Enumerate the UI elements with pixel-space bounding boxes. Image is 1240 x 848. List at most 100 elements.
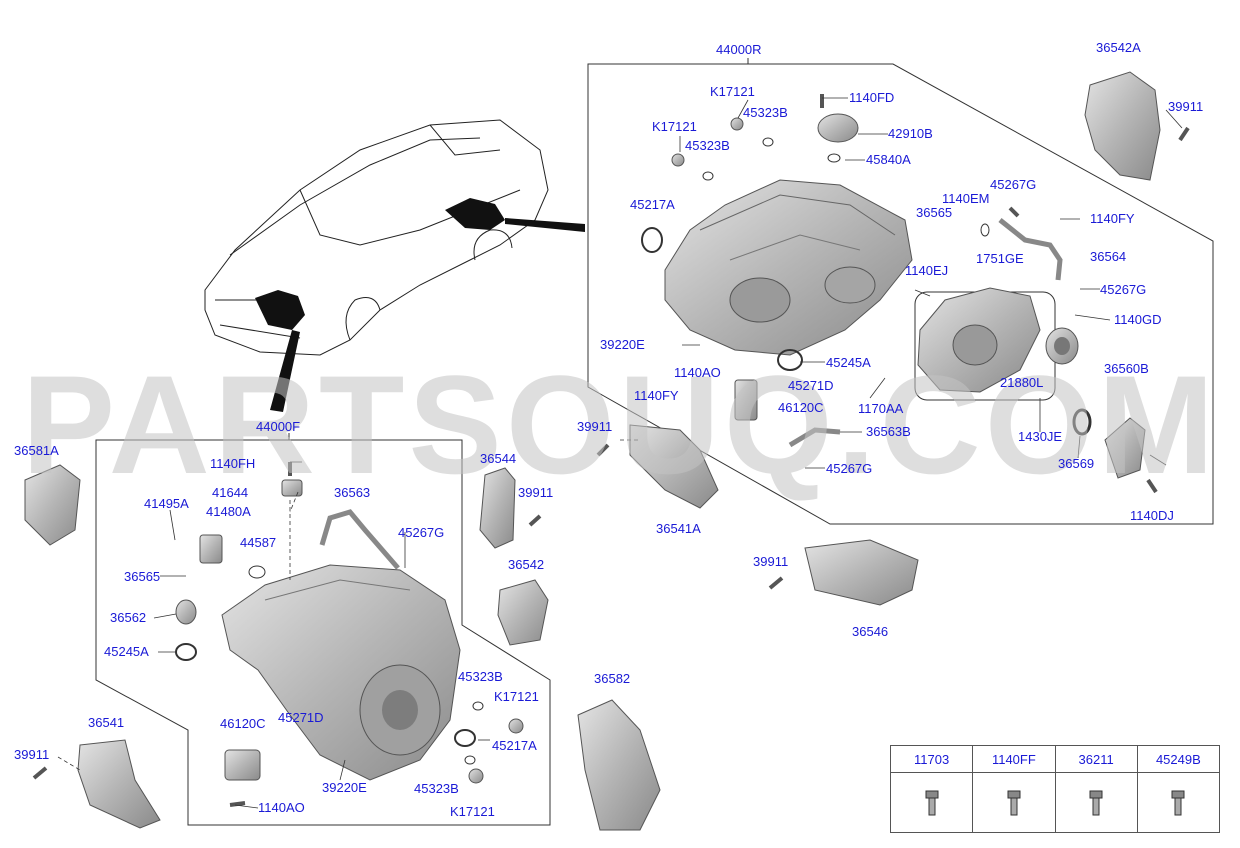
- bracket-36542A: [1084, 71, 1161, 181]
- label-45323B-d[interactable]: 45323B: [414, 781, 459, 796]
- label-45267G-a[interactable]: 45267G: [990, 177, 1037, 192]
- label-1140GD[interactable]: 1140GD: [1114, 312, 1162, 327]
- pipe-36564: [998, 218, 1063, 281]
- rear-motor-housing: [664, 179, 913, 356]
- rear-assembly-frame: [587, 63, 1214, 525]
- label-36569[interactable]: 36569: [1058, 456, 1095, 471]
- bracket-36541A: [629, 424, 719, 509]
- front-motor-housing: [221, 564, 461, 781]
- label-45267G-d[interactable]: 45267G: [398, 525, 445, 540]
- label-1430JE[interactable]: 1430JE: [1018, 429, 1063, 444]
- label-39911-c[interactable]: 39911: [518, 485, 554, 500]
- label-39220E-b[interactable]: 39220E: [322, 780, 367, 795]
- label-1140DJ[interactable]: 1140DJ: [1130, 508, 1174, 523]
- label-36582[interactable]: 36582: [594, 671, 631, 686]
- pipe-36563B: [788, 427, 841, 448]
- label-45271D-b[interactable]: 45271D: [278, 710, 324, 725]
- label-45323B-b[interactable]: 45323B: [685, 138, 730, 153]
- label-K17121-a[interactable]: K17121: [710, 84, 755, 99]
- pipe-36563: [319, 509, 400, 570]
- label-1751GE[interactable]: 1751GE: [976, 251, 1024, 266]
- label-39911-b[interactable]: 39911: [577, 419, 613, 434]
- label-36560B[interactable]: 36560B: [1104, 361, 1149, 376]
- label-46120C-b[interactable]: 46120C: [220, 716, 266, 731]
- bracket-36546: [804, 539, 919, 606]
- label-42910B[interactable]: 42910B: [888, 126, 933, 141]
- label-45217A-a[interactable]: 45217A: [630, 197, 675, 212]
- label-44587[interactable]: 44587: [240, 535, 277, 550]
- label-41495A[interactable]: 41495A: [144, 496, 189, 511]
- label-1140FH[interactable]: 1140FH: [210, 456, 256, 471]
- label-45267G-b[interactable]: 45267G: [1100, 282, 1147, 297]
- label-36542A[interactable]: 36542A: [1096, 40, 1141, 55]
- legend-cell: 1140FF: [973, 746, 1056, 832]
- label-44000F[interactable]: 44000F: [256, 419, 301, 434]
- bracket-36542: [497, 579, 549, 646]
- bolt-icon: [1089, 790, 1103, 815]
- label-K17121-b[interactable]: K17121: [652, 119, 697, 134]
- label-36563B[interactable]: 36563B: [866, 424, 911, 439]
- label-1140AO-b[interactable]: 1140AO: [258, 800, 305, 815]
- label-21880L[interactable]: 21880L: [1000, 375, 1044, 390]
- label-36562[interactable]: 36562: [110, 610, 147, 625]
- label-1140FY-b[interactable]: 1140FY: [634, 388, 679, 403]
- bracket-36581A: [24, 464, 81, 546]
- label-1140AO-a[interactable]: 1140AO: [674, 365, 721, 380]
- label-36581A[interactable]: 36581A: [14, 443, 59, 458]
- label-36564[interactable]: 36564: [1090, 249, 1127, 264]
- label-1140EJ[interactable]: 1140EJ: [905, 263, 949, 278]
- label-45323B-c[interactable]: 45323B: [458, 669, 503, 684]
- label-36546[interactable]: 36546: [852, 624, 889, 639]
- legend-code[interactable]: 11703: [891, 746, 973, 773]
- label-36565-b[interactable]: 36565: [124, 569, 161, 584]
- label-39220E-a[interactable]: 39220E: [600, 337, 645, 352]
- label-39911-a[interactable]: 39911: [1168, 99, 1204, 114]
- label-K17121-c[interactable]: K17121: [494, 689, 539, 704]
- label-36565-a[interactable]: 36565: [916, 205, 953, 220]
- label-36541A[interactable]: 36541A: [656, 521, 701, 536]
- label-45245A-b[interactable]: 45245A: [104, 644, 149, 659]
- label-45217A-b[interactable]: 45217A: [492, 738, 537, 753]
- label-36544[interactable]: 36544: [480, 451, 517, 466]
- standard-parts-legend: 11703 1140FF 36211 45249B: [890, 745, 1220, 833]
- front-assembly-frame: [95, 439, 551, 826]
- label-41644[interactable]: 41644: [212, 485, 249, 500]
- legend-cell: 36211: [1055, 746, 1138, 832]
- vehicle-outline: [204, 119, 549, 356]
- label-45267G-c[interactable]: 45267G: [826, 461, 873, 476]
- vehicle-motor-front: [255, 290, 305, 330]
- label-41480A[interactable]: 41480A: [206, 504, 251, 519]
- label-36542[interactable]: 36542: [508, 557, 545, 572]
- label-1140FY-a[interactable]: 1140FY: [1090, 211, 1135, 226]
- label-45840A[interactable]: 45840A: [866, 152, 911, 167]
- label-39911-e[interactable]: 39911: [14, 747, 50, 762]
- label-46120C-a[interactable]: 46120C: [778, 400, 824, 415]
- label-1170AA[interactable]: 1170AA: [858, 401, 904, 416]
- label-36541[interactable]: 36541: [88, 715, 125, 730]
- legend-code[interactable]: 1140FF: [973, 746, 1055, 773]
- bolt-icon: [925, 790, 939, 815]
- label-1140EM[interactable]: 1140EM: [942, 191, 990, 206]
- shield-36569: [1104, 417, 1146, 479]
- bolt-icon: [1007, 790, 1021, 815]
- label-44000R[interactable]: 44000R: [716, 42, 762, 57]
- label-45271D-a[interactable]: 45271D: [788, 378, 834, 393]
- bracket-36544: [479, 467, 516, 549]
- legend-cell: 11703: [891, 746, 974, 832]
- bracket-36582: [577, 699, 661, 831]
- legend-code[interactable]: 45249B: [1137, 746, 1219, 773]
- legend-code[interactable]: 36211: [1055, 746, 1137, 773]
- label-36563[interactable]: 36563: [334, 485, 371, 500]
- label-1140FD[interactable]: 1140FD: [849, 90, 895, 105]
- vehicle-motor-rear: [445, 198, 505, 230]
- label-45245A-a[interactable]: 45245A: [826, 355, 871, 370]
- label-K17121-d[interactable]: K17121: [450, 804, 495, 819]
- label-45323B-a[interactable]: 45323B: [743, 105, 788, 120]
- bolt-icon: [1171, 790, 1185, 815]
- bracket-36541: [77, 739, 161, 829]
- rear-motor-unit: [917, 287, 1041, 393]
- legend-cell: 45249B: [1137, 746, 1219, 832]
- label-39911-d[interactable]: 39911: [753, 554, 789, 569]
